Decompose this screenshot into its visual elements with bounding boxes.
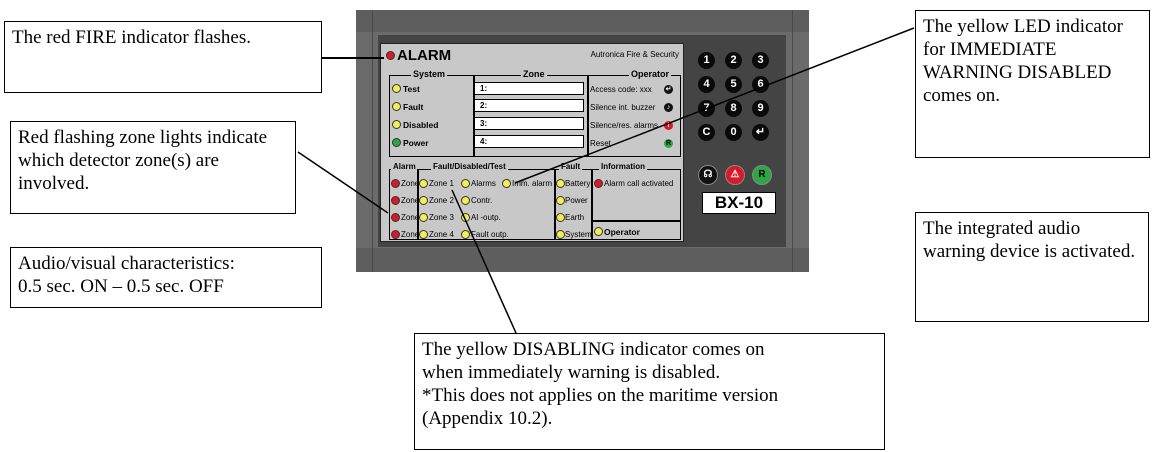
device-bottom-strip bbox=[356, 248, 809, 272]
alarm-zone-3-label: Zone 3 bbox=[401, 213, 426, 222]
audio-visual-callout: Audio/visual characteristics: 0.5 sec. O… bbox=[10, 247, 322, 308]
disabling-callout: The yellow DISABLING indicator comes on … bbox=[414, 333, 885, 450]
buzzer-icon: ♪ bbox=[664, 103, 673, 112]
control-led bbox=[461, 196, 470, 205]
alarm-zone-1-label: Zone 1 bbox=[401, 179, 426, 188]
silence-alarms-button[interactable]: ⚠ bbox=[725, 165, 745, 185]
alarm-zone-2-label: Zone 2 bbox=[401, 196, 426, 205]
power-fault-led bbox=[556, 196, 565, 205]
immediate-alarm-label: Imm. alarm bbox=[512, 179, 552, 188]
silence-buzzer-label: Silence int. buzzer bbox=[590, 103, 656, 112]
system-heading: System bbox=[411, 69, 448, 79]
fire-led bbox=[386, 51, 395, 60]
control-face: ALARM Autronica Fire & Security System T… bbox=[378, 35, 786, 247]
power-led bbox=[392, 138, 401, 147]
disabling-leader-line bbox=[451, 189, 517, 334]
key-4[interactable]: 4 bbox=[698, 76, 715, 93]
fault-output-led bbox=[461, 230, 470, 239]
device-top-strip bbox=[356, 10, 809, 32]
reset-icon: R bbox=[664, 139, 673, 148]
zone-4-alarm-led bbox=[391, 230, 400, 239]
fault-output-label: Fault outp. bbox=[471, 230, 509, 239]
control-label: Contr. bbox=[471, 196, 493, 205]
panel-title: ALARM bbox=[397, 47, 452, 64]
fdt-zone-3-led bbox=[419, 213, 428, 222]
display-panel: ALARM Autronica Fire & Security System T… bbox=[380, 43, 684, 242]
brand-label: Autronica Fire & Security bbox=[590, 50, 679, 59]
power-label: Power bbox=[403, 138, 429, 148]
battery-label: Battery bbox=[565, 179, 591, 188]
disabled-led bbox=[392, 120, 401, 129]
zone-heading: Zone bbox=[521, 69, 547, 79]
silence-buzzer-button[interactable]: ☊ bbox=[698, 165, 718, 185]
zone-1-alarm-led bbox=[391, 179, 400, 188]
fdt-zone-3-label: Zone 3 bbox=[429, 213, 454, 222]
yellow-led-callout: The yellow LED indicator for IMMEDIATE W… bbox=[915, 10, 1150, 158]
alarm-call-label: Alarm call activated bbox=[604, 179, 674, 188]
fire-indicator-callout: The red FIRE indicator flashes. bbox=[4, 21, 322, 93]
zone-leader-line bbox=[297, 151, 389, 214]
silence-alarms-label: Silence/res. alarms bbox=[590, 121, 659, 130]
key-5[interactable]: 5 bbox=[725, 76, 742, 93]
key-clear[interactable]: C bbox=[698, 124, 715, 141]
enter-icon: ↵ bbox=[664, 85, 673, 94]
alarm-heading: Alarm bbox=[391, 162, 418, 171]
fdt-zone-4-label: Zone 4 bbox=[429, 230, 454, 239]
zone-field-2: 2: bbox=[474, 99, 584, 112]
operator-led bbox=[594, 227, 603, 236]
key-1[interactable]: 1 bbox=[698, 52, 715, 69]
battery-led bbox=[556, 179, 565, 188]
alarms-label: Alarms bbox=[471, 179, 496, 188]
fdt-zone-1-led bbox=[419, 179, 428, 188]
device-divider bbox=[372, 10, 373, 272]
zone-2-alarm-led bbox=[391, 196, 400, 205]
alarm-silence-icon: ! bbox=[664, 121, 673, 130]
alarms-led bbox=[461, 179, 470, 188]
zone-lights-callout: Red flashing zone lights indicate which … bbox=[10, 121, 296, 214]
test-led bbox=[392, 84, 401, 93]
key-2[interactable]: 2 bbox=[725, 52, 742, 69]
system-fault-led bbox=[556, 230, 565, 239]
earth-label: Earth bbox=[565, 213, 585, 222]
operator-bottom-frame bbox=[591, 220, 681, 240]
information-heading: Information bbox=[599, 162, 647, 171]
immediate-alarm-led bbox=[502, 179, 511, 188]
yellow-led-leader-line bbox=[514, 27, 915, 184]
access-code-label: Access code: xxx bbox=[590, 85, 652, 94]
key-9[interactable]: 9 bbox=[752, 100, 769, 117]
zone-field-3: 3: bbox=[474, 117, 584, 130]
key-8[interactable]: 8 bbox=[725, 100, 742, 117]
fdt-zone-4-led bbox=[419, 230, 428, 239]
fire-alarm-panel-device: ALARM Autronica Fire & Security System T… bbox=[356, 10, 809, 272]
test-label: Test bbox=[403, 84, 420, 94]
fault-heading: Fault bbox=[559, 162, 583, 171]
key-0[interactable]: 0 bbox=[725, 124, 742, 141]
key-3[interactable]: 3 bbox=[752, 52, 769, 69]
system-fault-label: System bbox=[565, 230, 592, 239]
alarm-zone-4-label: Zone 4 bbox=[401, 230, 426, 239]
power-fault-label: Power bbox=[565, 196, 588, 205]
reset-button[interactable]: R bbox=[752, 165, 772, 185]
zone-3-alarm-led bbox=[391, 213, 400, 222]
earth-led bbox=[556, 213, 565, 222]
fdt-zone-1-label: Zone 1 bbox=[429, 179, 454, 188]
fdt-zone-2-led bbox=[419, 196, 428, 205]
audio-device-callout: The integrated audio warning device is a… bbox=[915, 212, 1149, 322]
alarm-call-led bbox=[594, 179, 603, 188]
fault-led bbox=[392, 102, 401, 111]
alarm-output-label: Al -outp. bbox=[471, 213, 501, 222]
disabled-label: Disabled bbox=[403, 120, 439, 130]
model-label: BX-10 bbox=[702, 192, 776, 214]
zone-field-1: 1: bbox=[474, 82, 584, 95]
fdt-heading: Fault/Disabled/Test bbox=[431, 162, 508, 171]
zone-field-4: 4: bbox=[474, 135, 584, 148]
key-enter[interactable]: ↵ bbox=[752, 124, 769, 141]
operator-bottom-label: Operator bbox=[604, 227, 640, 237]
operator-heading: Operator bbox=[629, 69, 672, 79]
device-divider bbox=[792, 10, 793, 272]
reset-label: Reset bbox=[590, 139, 611, 148]
fault-label: Fault bbox=[403, 102, 424, 112]
fdt-zone-2-label: Zone 2 bbox=[429, 196, 454, 205]
